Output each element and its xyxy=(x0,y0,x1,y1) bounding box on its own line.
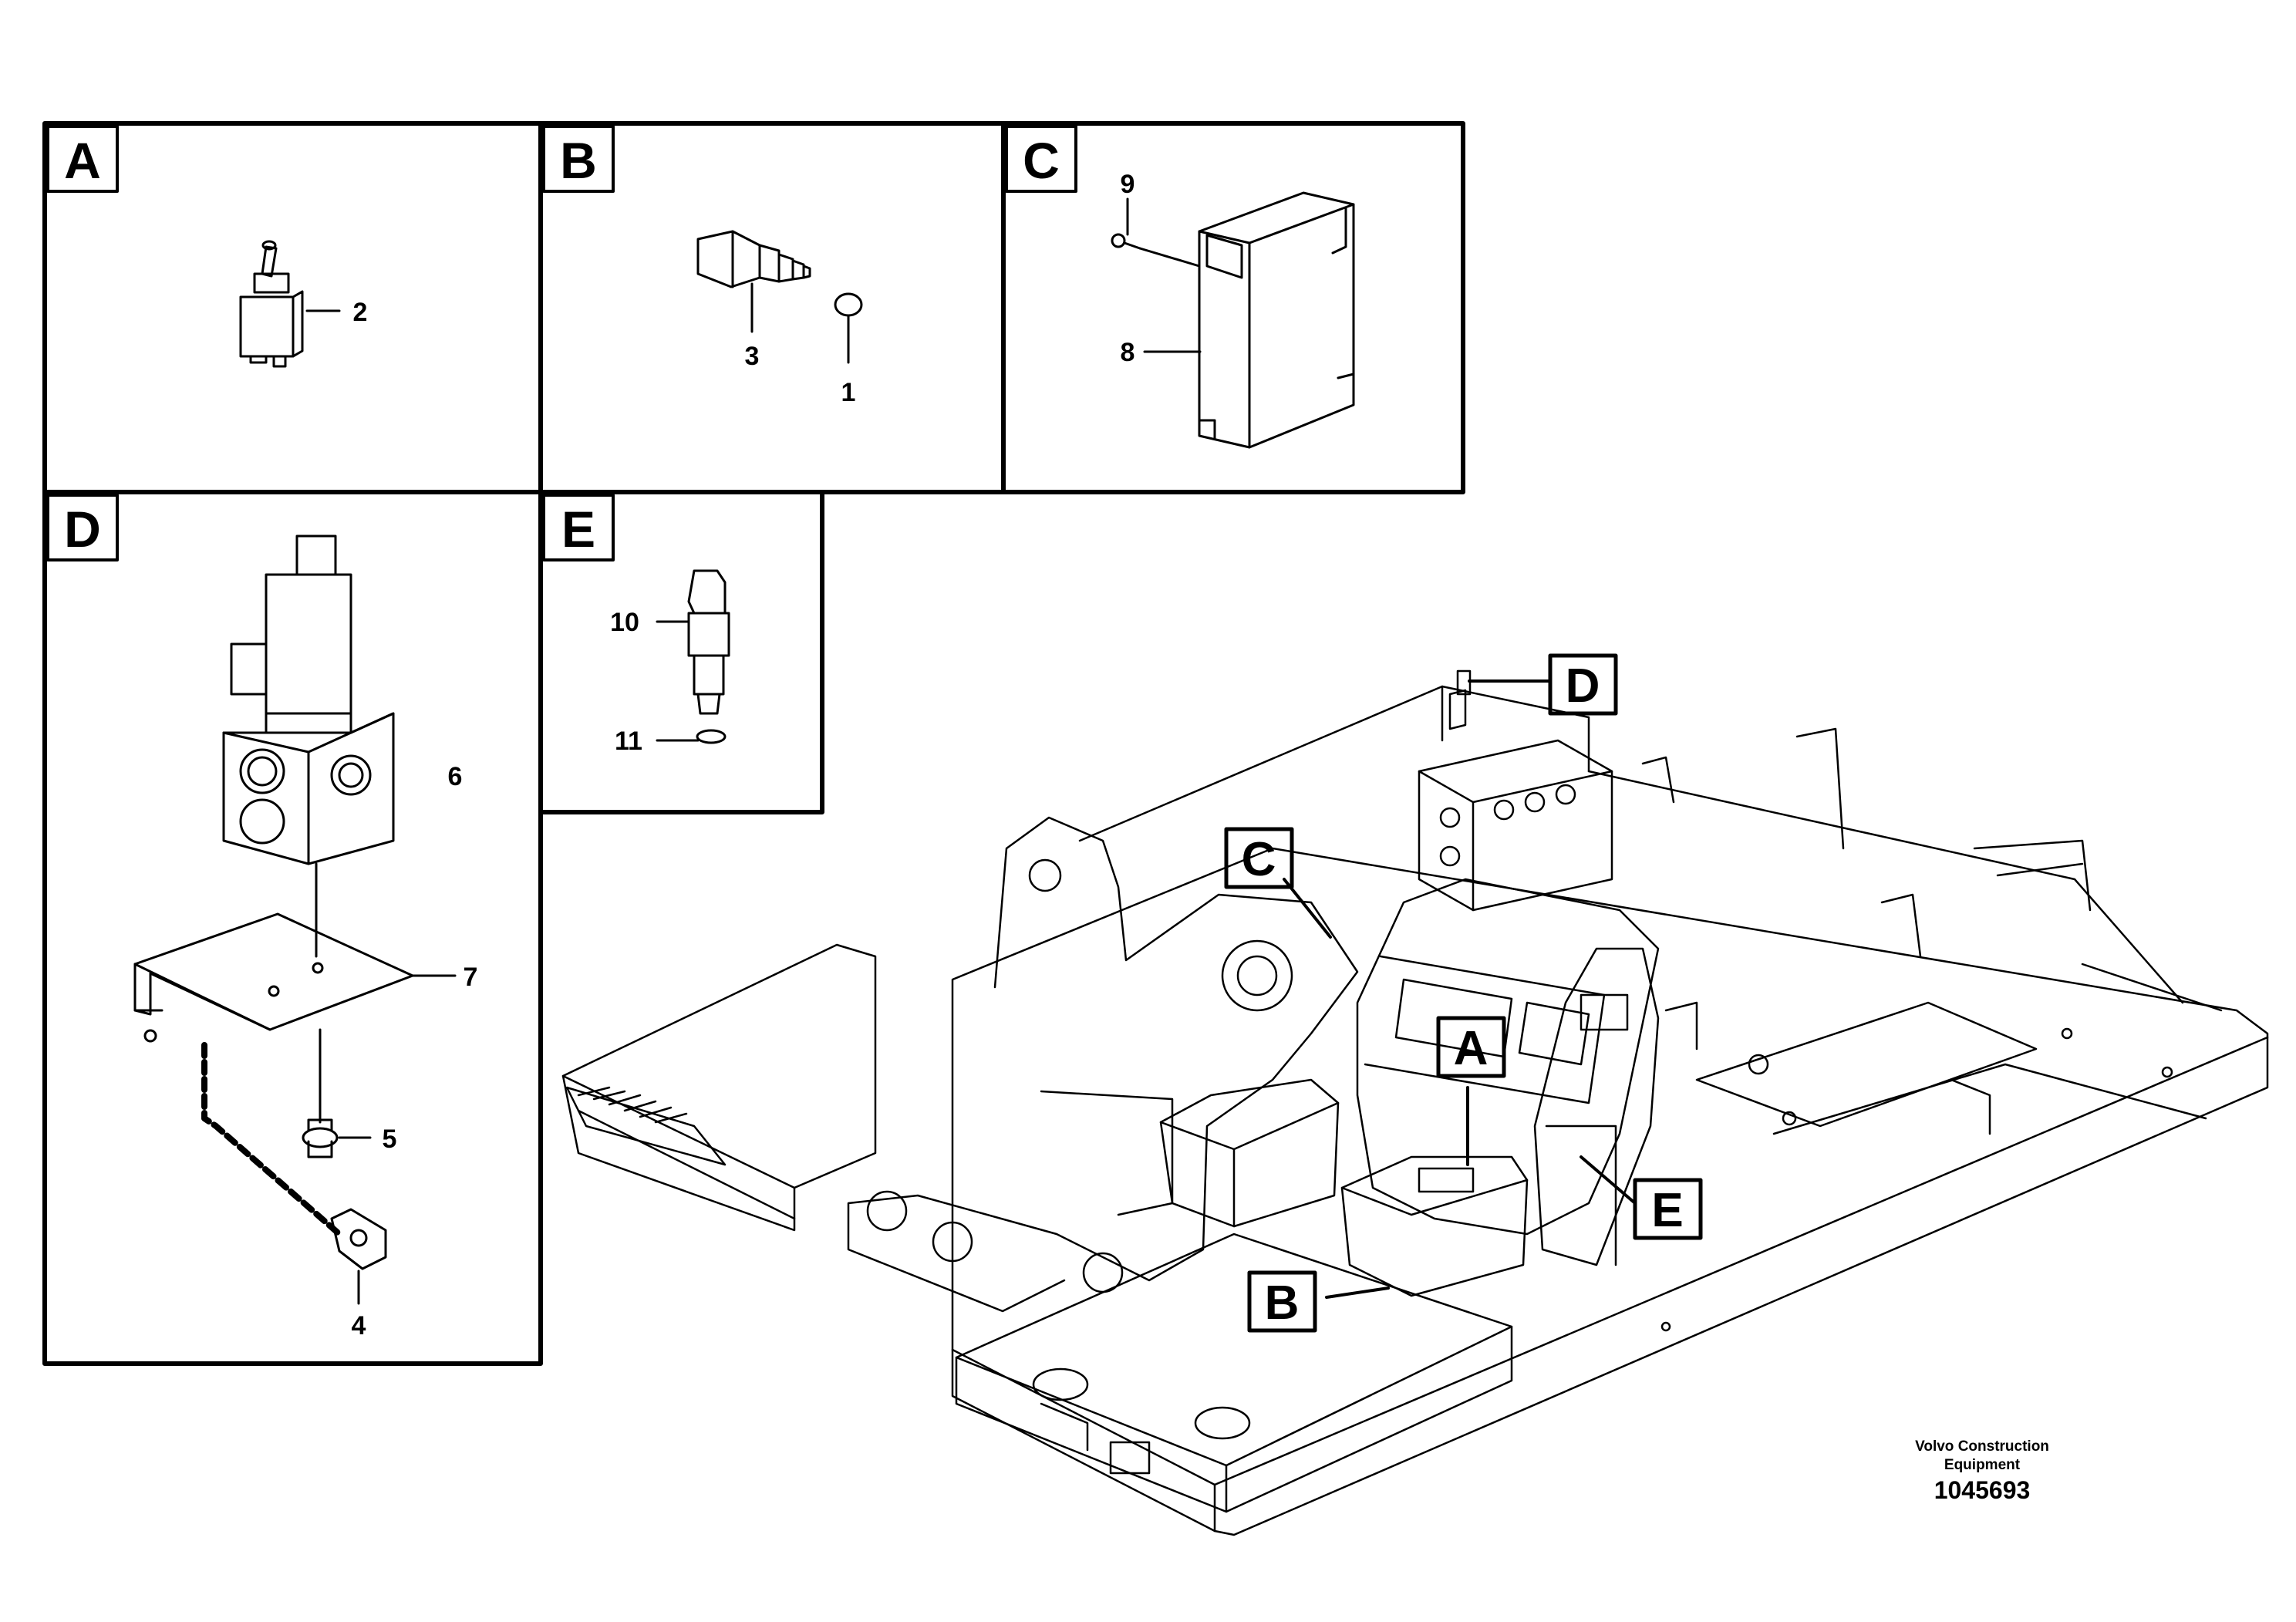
drawing-number: 1045693 xyxy=(1934,1476,2031,1504)
credit-line-1: Volvo Construction xyxy=(1915,1438,2049,1455)
callout-3: 3 xyxy=(745,342,760,371)
o-ring-part xyxy=(834,292,863,317)
bolt-part-5 xyxy=(302,1118,339,1158)
assembly-leader-lines xyxy=(1283,679,1637,1299)
panel-label-b: B xyxy=(560,132,597,189)
mounting-bracket-part xyxy=(133,912,414,1043)
panel-letter-boxes xyxy=(46,125,1077,561)
leader-line-9-b xyxy=(1138,247,1201,268)
callout-8: 8 xyxy=(1121,338,1135,367)
panel-label-d: D xyxy=(64,501,101,558)
detail-panels-frame xyxy=(42,121,1465,1366)
bolt-part-4 xyxy=(330,1208,387,1270)
callout-11: 11 xyxy=(615,727,642,756)
credit-line-2: Equipment xyxy=(1944,1457,2021,1473)
callout-6: 6 xyxy=(448,762,463,791)
solenoid-valve-part xyxy=(222,534,395,865)
callout-4: 4 xyxy=(352,1311,366,1340)
control-unit-part xyxy=(1198,191,1355,449)
marker-b: B xyxy=(1265,1276,1300,1330)
panel-label-a: A xyxy=(64,132,101,189)
screw-part xyxy=(1111,233,1141,250)
callout-5: 5 xyxy=(383,1125,397,1154)
marker-e: E xyxy=(1651,1184,1683,1237)
oil-pressure-sensor-part xyxy=(687,569,730,715)
marker-c: C xyxy=(1242,833,1276,886)
callout-9: 9 xyxy=(1121,170,1135,199)
panel-label-c: C xyxy=(1023,132,1060,189)
marker-d: D xyxy=(1566,659,1600,713)
callout-1: 1 xyxy=(841,378,856,407)
panel-label-e: E xyxy=(561,501,595,558)
callout-2: 2 xyxy=(353,298,368,327)
dashed-install-line xyxy=(201,1042,342,1237)
callout-7: 7 xyxy=(464,963,478,992)
toggle-switch-part xyxy=(239,240,304,368)
main-frame-assembly xyxy=(561,669,2269,1536)
callout-10: 10 xyxy=(610,608,639,637)
marker-a: A xyxy=(1454,1022,1489,1075)
o-ring-part-e xyxy=(696,729,727,744)
pressure-sensor-part xyxy=(696,230,811,288)
assembly-marker-boxes xyxy=(1224,653,1703,1333)
credit-block: Volvo Construction Equipment 1045693 xyxy=(1812,1438,2152,1506)
